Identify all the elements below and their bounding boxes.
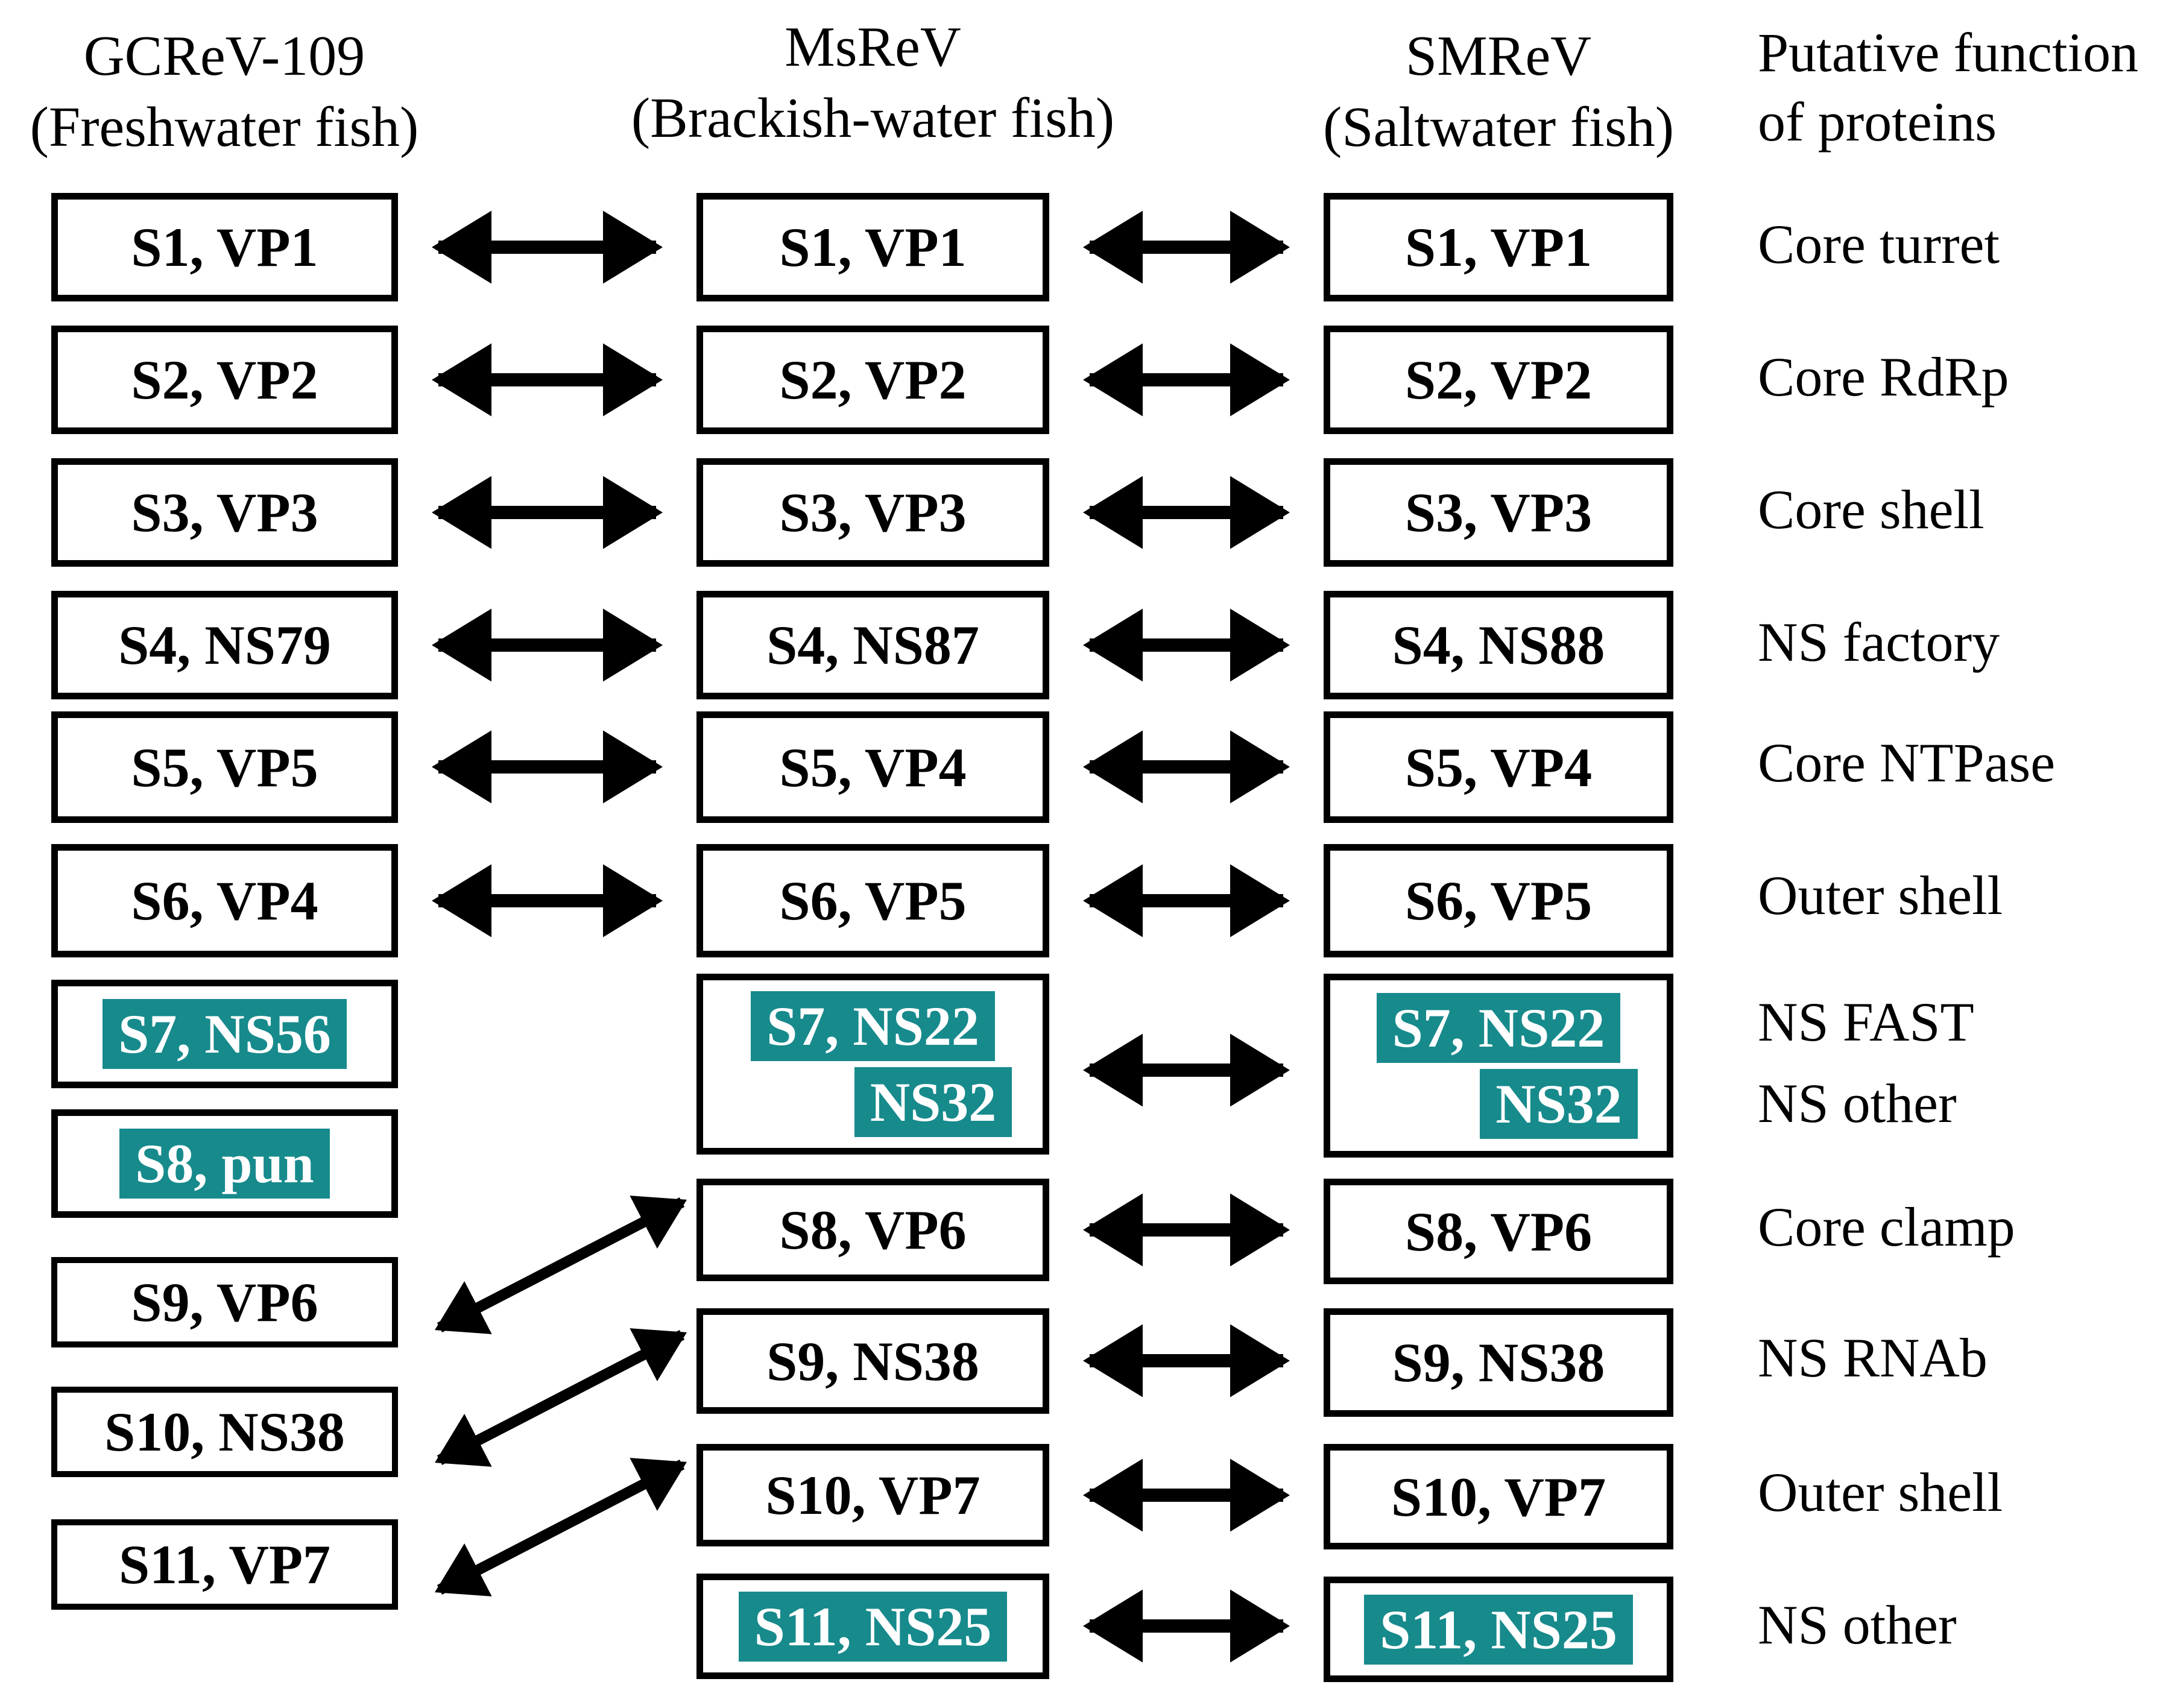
box-msrev-s11: S11, NS25 [696, 1574, 1049, 1679]
box-msrev-s4: S4, NS87 [696, 591, 1049, 699]
box-label-msrev-s7-line1-highlighted: S7, NS22 [751, 991, 995, 1061]
box-label-gcrev-s2: S2, VP2 [131, 349, 318, 411]
column-title-msrev: MsReV [785, 16, 961, 78]
box-label-msrev-s2: S2, VP2 [779, 349, 967, 411]
box-msrev-s6: S6, VP5 [696, 844, 1049, 957]
column-header-functions: Putative function of proteins [1758, 18, 2163, 157]
box-msrev-s1: S1, VP1 [696, 193, 1049, 301]
functions-title-line1: Putative function [1758, 22, 2139, 83]
box-label-smrev-s3: S3, VP3 [1404, 482, 1593, 543]
box-label-msrev-s6: S6, VP5 [779, 870, 967, 931]
double-arrow-diagonal-gcrev-s11-msrev-s10 [435, 1458, 687, 1596]
column-title-smrev: SMReV [1405, 25, 1592, 87]
box-smrev-s5: S5, VP4 [1324, 711, 1673, 823]
box-label-smrev-s2: S2, VP2 [1404, 349, 1593, 411]
box-label-gcrev-s10: S10, NS38 [104, 1401, 345, 1463]
box-smrev-s8: S8, VP6 [1324, 1179, 1673, 1284]
box-smrev-s10: S10, VP7 [1324, 1444, 1673, 1549]
functions-title-line2: of proteins [1758, 91, 1997, 153]
box-msrev-s9: S9, NS38 [696, 1308, 1049, 1414]
function-label-outer-shell-2: Outer shell [1758, 1461, 2003, 1523]
box-gcrev-s6: S6, VP4 [51, 844, 398, 957]
box-gcrev-s5: S5, VP5 [51, 711, 398, 823]
box-label-gcrev-s6: S6, VP4 [131, 870, 318, 931]
box-label-smrev-s7-line2-highlighted: NS32 [1480, 1068, 1638, 1139]
box-smrev-s7: S7, NS22 NS32 [1324, 974, 1673, 1158]
box-smrev-s6: S6, VP5 [1324, 844, 1673, 957]
column-header-gcrev: GCReV-109 (Freshwater fish) [13, 21, 435, 163]
function-label-core-shell: Core shell [1758, 479, 1985, 540]
box-label-msrev-s10: S10, VP7 [765, 1464, 980, 1526]
box-label-gcrev-s3: S3, VP3 [131, 482, 318, 543]
box-label-msrev-s7-line2-highlighted: NS32 [854, 1067, 1012, 1137]
function-label-core-turret: Core turret [1758, 213, 2000, 275]
box-label-smrev-s1: S1, VP1 [1404, 216, 1593, 278]
box-label-smrev-s8: S8, VP6 [1404, 1200, 1593, 1262]
box-smrev-s3: S3, VP3 [1324, 458, 1673, 567]
column-subtitle-smrev: (Saltwater fish) [1322, 95, 1675, 159]
box-label-smrev-s11-highlighted: S11, NS25 [1364, 1594, 1633, 1665]
column-subtitle-gcrev: (Freshwater fish) [30, 95, 419, 159]
function-label-ns-other-2: NS other [1758, 1594, 1957, 1656]
box-label-smrev-s9: S9, NS38 [1392, 1332, 1605, 1393]
box-gcrev-s9: S9, VP6 [51, 1257, 398, 1347]
box-smrev-s1: S1, VP1 [1324, 193, 1673, 301]
box-label-msrev-s8: S8, VP6 [779, 1199, 967, 1261]
function-label-outer-shell-1: Outer shell [1758, 865, 2003, 926]
box-label-gcrev-s5: S5, VP5 [131, 736, 318, 798]
box-label-msrev-s1: S1, VP1 [779, 216, 967, 278]
function-label-ns-rnab: NS RNAb [1758, 1327, 1988, 1388]
box-gcrev-s10: S10, NS38 [51, 1387, 398, 1477]
box-smrev-s9: S9, NS38 [1324, 1308, 1673, 1417]
function-label-ns-other-1: NS other [1758, 1073, 1957, 1134]
box-smrev-s4: S4, NS88 [1324, 591, 1673, 699]
box-label-gcrev-s4: S4, NS79 [118, 614, 331, 676]
box-label-smrev-s7-line1-highlighted: S7, NS22 [1376, 992, 1621, 1063]
box-label-msrev-s4: S4, NS87 [766, 614, 979, 676]
box-gcrev-s2: S2, VP2 [51, 326, 398, 434]
box-label-msrev-s9: S9, NS38 [766, 1330, 979, 1392]
box-gcrev-s1: S1, VP1 [51, 193, 398, 301]
column-header-smrev: SMReV (Saltwater fish) [1303, 21, 1694, 163]
column-subtitle-msrev: (Brackish-water fish) [631, 86, 1115, 150]
box-smrev-s2: S2, VP2 [1324, 326, 1673, 434]
box-gcrev-s8: S8, pun [51, 1109, 398, 1218]
box-label-gcrev-s7-highlighted: S7, NS56 [103, 999, 347, 1069]
box-msrev-s2: S2, VP2 [696, 326, 1049, 434]
box-msrev-s5: S5, VP4 [696, 711, 1049, 823]
function-label-ns-factory: NS factory [1758, 611, 2000, 673]
box-msrev-s8: S8, VP6 [696, 1179, 1049, 1281]
box-label-smrev-s6: S6, VP5 [1404, 870, 1593, 931]
function-label-core-ntpase: Core NTPase [1758, 732, 2056, 793]
box-label-msrev-s5: S5, VP4 [779, 736, 967, 798]
box-label-smrev-s10: S10, VP7 [1391, 1466, 1606, 1528]
box-gcrev-s7: S7, NS56 [51, 980, 398, 1088]
function-label-core-rdrp: Core RdRp [1758, 346, 2009, 408]
function-label-ns-fast: NS FAST [1758, 991, 1974, 1053]
box-gcrev-s11: S11, VP7 [51, 1519, 398, 1610]
box-msrev-s3: S3, VP3 [696, 458, 1049, 567]
box-label-gcrev-s1: S1, VP1 [131, 216, 318, 278]
box-label-smrev-s4: S4, NS88 [1392, 614, 1605, 676]
double-arrow-diagonal-gcrev-s9-msrev-s8 [435, 1196, 687, 1334]
box-gcrev-s4: S4, NS79 [51, 591, 398, 699]
box-msrev-s10: S10, VP7 [696, 1444, 1049, 1546]
box-smrev-s11: S11, NS25 [1324, 1577, 1673, 1682]
box-label-msrev-s3: S3, VP3 [779, 482, 967, 543]
box-gcrev-s3: S3, VP3 [51, 458, 398, 567]
box-label-smrev-s5: S5, VP4 [1404, 736, 1593, 798]
double-arrow-diagonal-gcrev-s10-msrev-s9 [435, 1328, 687, 1467]
box-label-gcrev-s9: S9, VP6 [131, 1272, 318, 1333]
box-label-msrev-s11-highlighted: S11, NS25 [738, 1591, 1008, 1662]
box-label-gcrev-s11: S11, VP7 [118, 1534, 331, 1595]
column-header-msrev: MsReV (Brackish-water fish) [594, 12, 1152, 154]
column-title-gcrev: GCReV-109 [83, 25, 365, 87]
function-label-core-clamp: Core clamp [1758, 1196, 2015, 1258]
box-msrev-s7: S7, NS22 NS32 [696, 974, 1049, 1155]
box-label-gcrev-s8-highlighted: S8, pun [119, 1129, 330, 1199]
